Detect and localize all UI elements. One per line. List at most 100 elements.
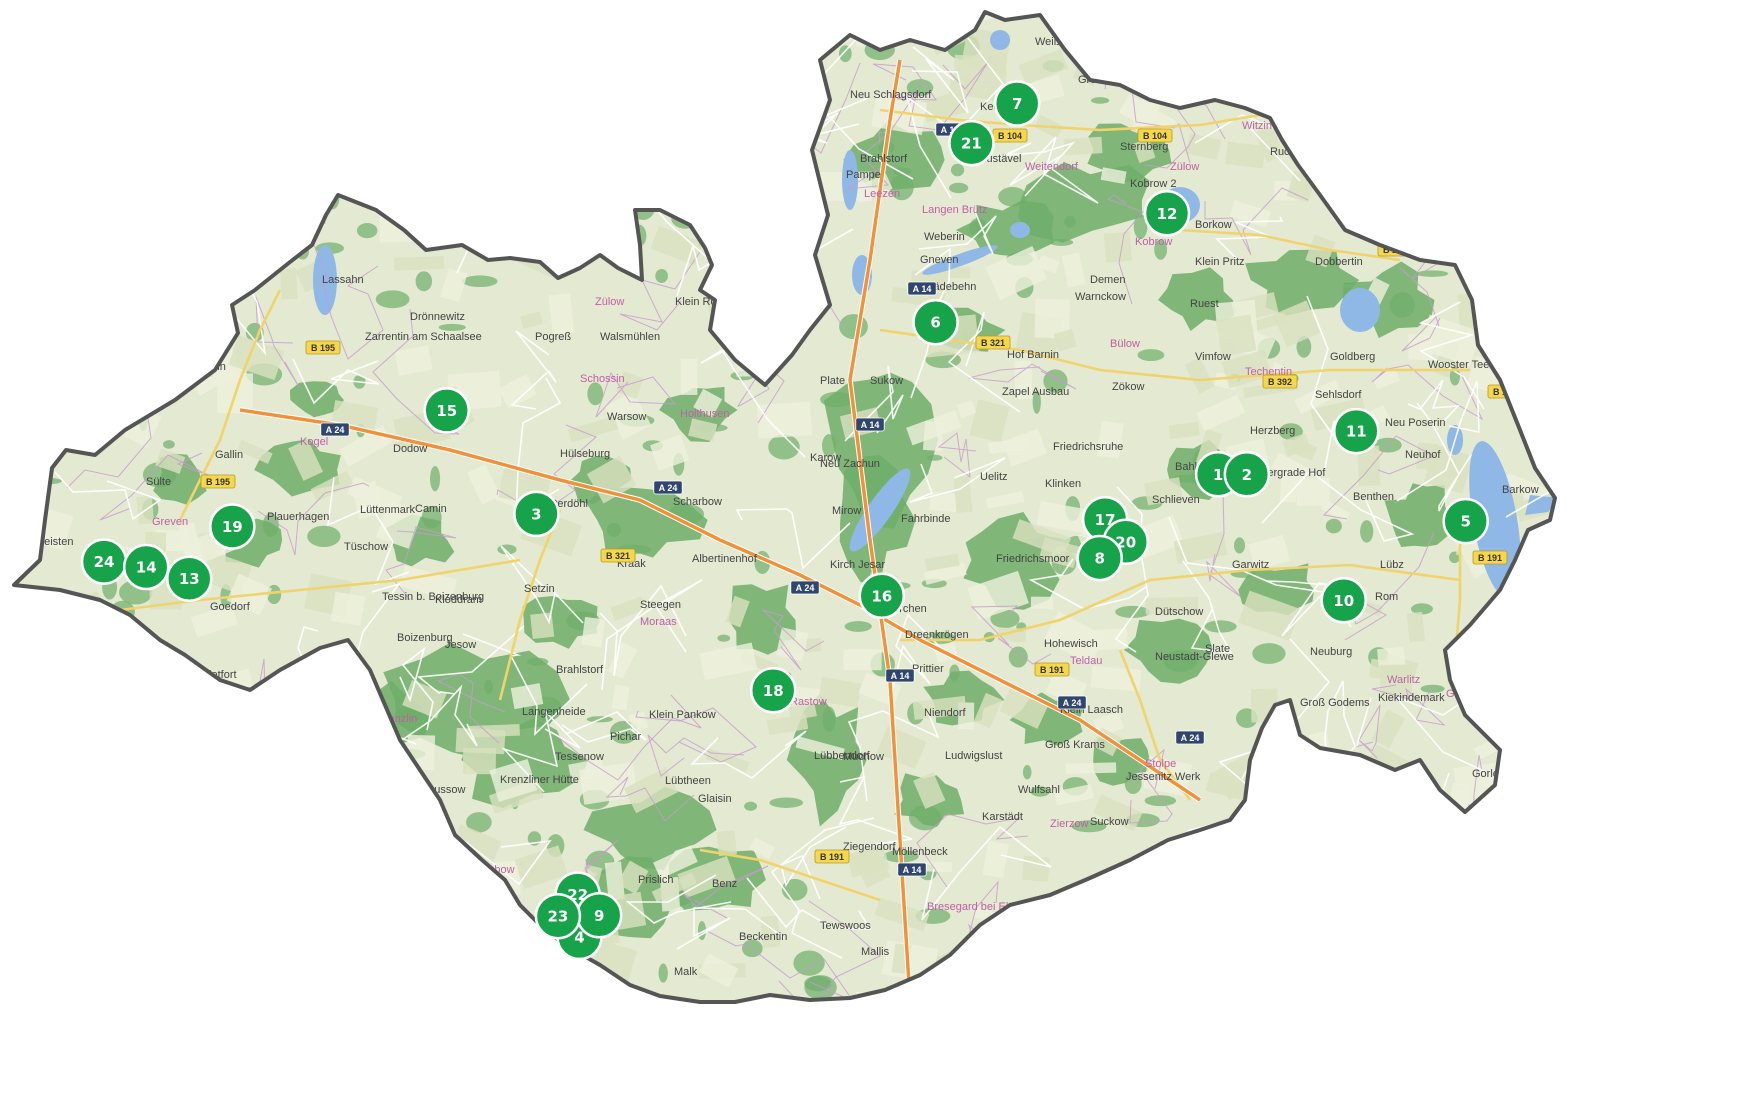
forest-patch [377, 871, 410, 894]
place-label: Greven [152, 516, 188, 528]
field-patch [1466, 826, 1509, 859]
municipal-border [1129, 748, 1173, 824]
place-label: Karstädt [982, 811, 1023, 823]
minor-road [140, 33, 216, 125]
field-patch [547, 12, 593, 38]
field-patch [548, 292, 575, 335]
forest-patch [1163, 649, 1198, 672]
field-patch [1272, 300, 1321, 348]
place-label: Scharbow [673, 496, 722, 508]
field-patch [1457, 290, 1514, 333]
site-marker[interactable]: 21 [948, 119, 995, 167]
site-marker[interactable]: 10 [1320, 577, 1367, 624]
site-marker[interactable]: 11 [1333, 407, 1380, 455]
place-label: Friedrichsruhe [1053, 441, 1123, 453]
municipal-border [762, 609, 825, 671]
place-label: Boizenburg [397, 632, 453, 644]
minor-road [601, 579, 703, 691]
minor-road [911, 46, 969, 114]
site-marker[interactable]: 14 [122, 543, 170, 591]
field-patch [1459, 160, 1482, 186]
site-marker[interactable]: 3 [513, 490, 560, 538]
forest-patch [173, 16, 187, 30]
minor-road [1009, 136, 1099, 204]
field-patch [693, 388, 723, 418]
place-label: Eldena [1030, 929, 1065, 941]
field-patch [1012, 519, 1071, 558]
site-marker[interactable]: 6 [912, 298, 959, 346]
forest-patch [421, 505, 442, 529]
svg-text:B 191: B 191 [1478, 553, 1502, 563]
forest-patch [1307, 893, 1317, 904]
field-patch [1443, 939, 1472, 965]
field-patch [924, 553, 960, 571]
minor-road [1186, 902, 1236, 964]
federal-road-shield: B 321 [975, 335, 1011, 350]
site-marker[interactable]: 7 [993, 80, 1041, 127]
forest-patch [90, 836, 120, 855]
place-label: Prislich [638, 874, 673, 886]
place-label: Neuburg [1310, 646, 1352, 658]
forest-patch [382, 833, 393, 857]
place-label: Ruest [1190, 298, 1219, 310]
forest-patch [793, 950, 825, 976]
place-label: Zülow [595, 296, 624, 308]
svg-text:A 14: A 14 [913, 284, 932, 294]
site-marker[interactable]: 8 [1076, 534, 1123, 582]
forest-area [586, 487, 708, 558]
site-marker[interactable]: 12 [1143, 190, 1191, 237]
site-marker[interactable]: 16 [858, 572, 906, 620]
site-marker-number: 15 [436, 402, 457, 420]
site-marker-number: 14 [136, 559, 157, 577]
site-marker[interactable]: 13 [166, 555, 213, 602]
forest-patch [332, 721, 341, 734]
forest-patch [768, 434, 800, 460]
forest-patch [483, 679, 493, 694]
field-patch [1022, 855, 1050, 882]
minor-road [1324, 680, 1356, 784]
field-patch [649, 434, 690, 471]
minor-road [988, 141, 1076, 197]
site-marker[interactable]: 15 [423, 387, 470, 434]
field-patch [1278, 906, 1339, 953]
site-marker[interactable]: 9 [575, 892, 623, 939]
site-marker-number: 19 [222, 518, 243, 536]
field-patch [288, 439, 323, 481]
site-marker[interactable]: 18 [749, 667, 797, 714]
minor-road [770, 817, 875, 959]
place-label: Stralendorf [715, 256, 770, 268]
minor-road [66, 118, 205, 217]
field-patch [260, 739, 297, 769]
field-patch [1481, 848, 1526, 881]
field-patch [137, 786, 181, 831]
forest-patch [310, 869, 323, 883]
forest-patch [1410, 603, 1433, 615]
place-label: Neustadt-Glewe [1155, 651, 1234, 663]
site-marker[interactable]: 24 [80, 538, 128, 585]
place-label: Leezen [864, 188, 900, 200]
field-patch [912, 695, 967, 720]
place-label: Niendorf [924, 707, 967, 719]
field-patch [57, 734, 115, 785]
place-label: Schossin [580, 373, 625, 385]
site-marker[interactable]: 5 [1442, 497, 1489, 545]
minor-road [1170, 892, 1236, 958]
site-marker[interactable]: 19 [209, 503, 256, 550]
forest-patch [744, 801, 758, 811]
place-label: Lübtheen [665, 775, 711, 787]
forest-patch [259, 937, 279, 962]
forest-patch [118, 307, 153, 330]
field-patch [739, 130, 782, 172]
site-marker[interactable]: 2 [1223, 451, 1271, 498]
field-patch [331, 961, 354, 992]
site-marker[interactable]: 23 [534, 892, 582, 940]
field-patch [407, 734, 436, 771]
place-label: Weitendorf [1025, 161, 1079, 173]
field-patch [16, 329, 72, 382]
forest-area [383, 642, 571, 762]
place-label: Jessenitz Werk [1126, 771, 1201, 783]
